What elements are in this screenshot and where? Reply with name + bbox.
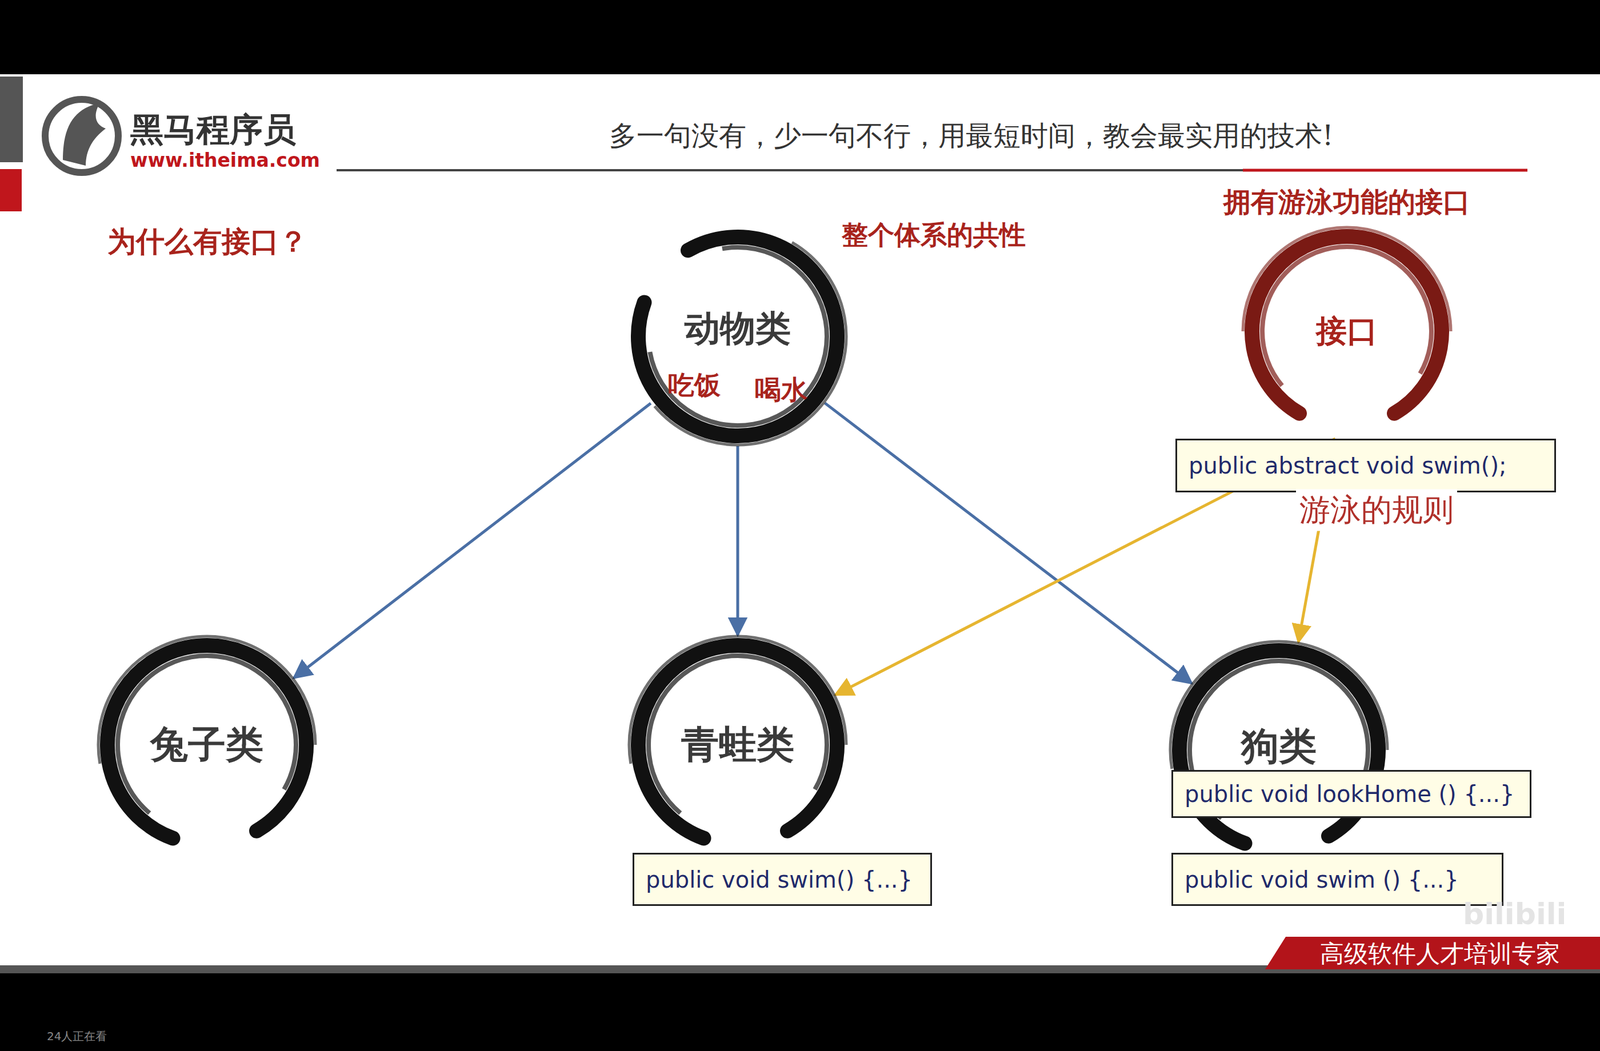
side-bar <box>0 76 23 163</box>
node-label: 吃饭 <box>668 368 721 404</box>
logo-horse <box>62 102 106 166</box>
brush-stroke <box>638 237 838 436</box>
node-label: 兔子类 <box>150 719 264 771</box>
header-line-red <box>1242 169 1528 172</box>
brush-circle-node: 青蛙类 <box>625 633 850 858</box>
brush-stroke <box>107 645 307 839</box>
node-heading: 拥有游泳功能的接口 <box>1223 184 1471 221</box>
side-bar-red <box>0 169 22 212</box>
node-label: 喝水 <box>754 372 808 408</box>
code-box: public void swim () {...} <box>1171 853 1504 907</box>
slogan: 多一句没有，少一句不行，用最短时间，教会最实用的技术! <box>609 117 1334 155</box>
code-text: public void swim () {...} <box>1173 866 1471 894</box>
watermark: bilibili <box>1462 897 1567 932</box>
handwritten-note: 游泳的规则 <box>1296 489 1458 532</box>
footer-banner <box>1265 937 1600 970</box>
connector-arrow <box>736 446 740 636</box>
brush-stroke <box>1252 236 1442 414</box>
node-label: 动物类 <box>684 304 791 353</box>
code-text: public abstract void swim(); <box>1177 452 1519 479</box>
node-label: 青蛙类 <box>681 719 795 771</box>
logo-name: 黑马程序员 <box>130 108 296 153</box>
connector-arrow <box>825 403 1192 684</box>
code-text: public void lookHome () {...} <box>1173 781 1526 808</box>
brush-stroke-outer <box>654 242 847 446</box>
code-box: public void lookHome () {...} <box>1171 770 1532 819</box>
connector-arrow <box>293 403 651 679</box>
viewer-count: 24人正在看 <box>46 1029 107 1045</box>
brush-circle-node: 动物类吃饭喝水 <box>625 224 850 449</box>
code-box: public void swim() {...} <box>632 853 932 907</box>
brush-stroke-inner <box>649 247 827 426</box>
brush-stroke <box>638 645 838 839</box>
slide-title: 为什么有接口？ <box>107 222 308 262</box>
annotation: 整个体系的共性 <box>841 217 1026 254</box>
logo-url: www.itheima.com <box>130 149 320 172</box>
code-text: public void swim() {...} <box>634 866 924 894</box>
brush-circle-node: 兔子类 <box>94 633 319 858</box>
header-line <box>336 169 1528 172</box>
brush-stroke-inner <box>648 656 827 814</box>
code-box: public abstract void swim(); <box>1175 438 1556 493</box>
brush-stroke-inner <box>1262 246 1432 386</box>
brush-stroke-inner <box>117 656 296 814</box>
brush-circle-node: 拥有游泳功能的接口接口 <box>1239 224 1455 439</box>
logo-ring <box>45 99 119 173</box>
footer-slogan: 高级软件人才培训专家 <box>1320 938 1560 971</box>
node-label: 狗类 <box>1241 721 1317 773</box>
brush-circle-node: 狗类 <box>1166 638 1391 863</box>
node-label: 接口 <box>1316 310 1378 353</box>
